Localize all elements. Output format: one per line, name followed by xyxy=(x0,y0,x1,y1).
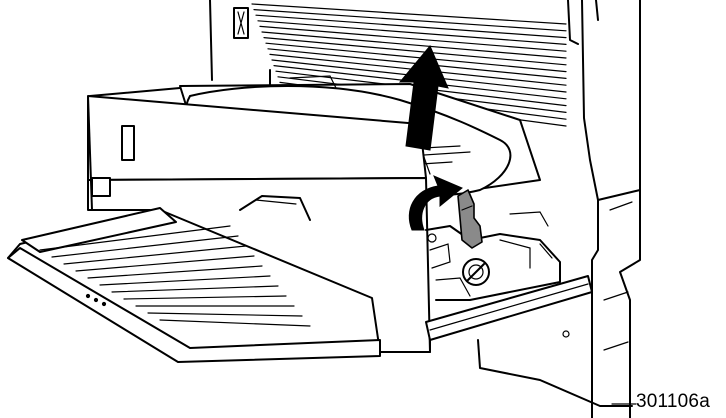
release-lever-icon xyxy=(457,189,483,249)
tray-rib xyxy=(63,245,247,265)
arrow-up-icon xyxy=(398,45,449,151)
tray-rib xyxy=(75,255,255,272)
tray-ribs xyxy=(39,225,311,327)
tray-rib xyxy=(123,295,287,300)
vent-slot xyxy=(261,31,567,59)
tray-rib xyxy=(99,275,271,286)
vent-slot xyxy=(253,9,567,32)
figure-id-label: 301106a xyxy=(636,391,710,412)
drawer-rail xyxy=(425,275,633,407)
tray-rib xyxy=(87,265,263,279)
printer-body xyxy=(209,0,641,418)
tray-dot xyxy=(85,293,91,299)
tray-rib xyxy=(159,319,311,327)
curved-arrow-icon xyxy=(408,175,463,231)
tray-rib xyxy=(51,235,239,258)
pivot-icon xyxy=(427,233,437,243)
vent-slot xyxy=(257,20,567,45)
vent-slot xyxy=(251,3,567,25)
vent-slot xyxy=(265,42,567,73)
tray-rib xyxy=(147,312,303,317)
vent-slot xyxy=(263,37,567,66)
vent-slot xyxy=(255,14,567,39)
tray-dot xyxy=(101,301,107,307)
tray-dot xyxy=(93,297,99,303)
paper-output-tray xyxy=(7,207,381,363)
advance-knob-icon xyxy=(462,258,490,286)
tray-rib xyxy=(111,285,279,293)
fuser-mechanism xyxy=(425,211,561,301)
vent-slot xyxy=(259,25,567,52)
tray-rib xyxy=(39,225,231,251)
